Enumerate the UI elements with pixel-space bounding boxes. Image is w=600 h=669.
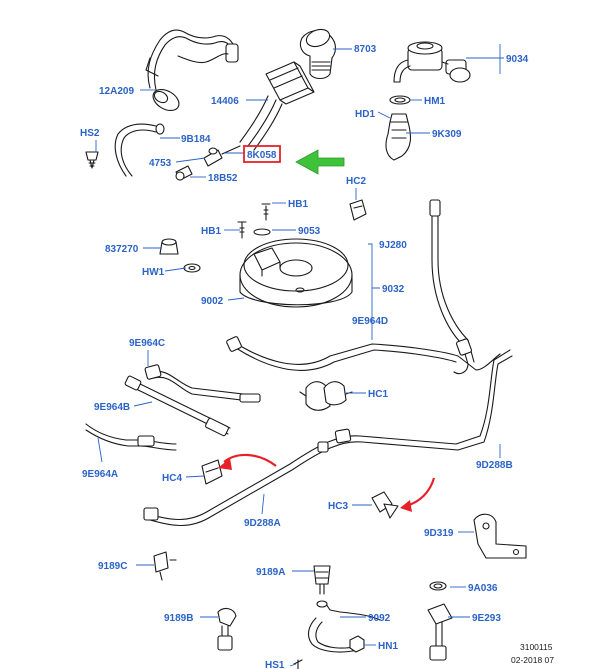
callout-9j280[interactable]: 9J280 [379,240,407,251]
callout-hb1-upper[interactable]: HB1 [288,199,308,210]
callout-9189b[interactable]: 9189B [164,613,193,624]
callout-4753[interactable]: 4753 [149,158,172,169]
diagram-code: 3100115 [520,642,553,652]
callout-9002[interactable]: 9002 [201,296,224,307]
callout-9e293[interactable]: 9E293 [472,613,501,624]
callout-hw1[interactable]: HW1 [142,267,165,278]
red-arrowhead-hc3 [400,500,412,512]
diagram-footer: 3100115 02-2018 07 [511,642,554,665]
callout-hc3[interactable]: HC3 [328,501,348,512]
callout-hs1[interactable]: HS1 [265,660,285,669]
callout-9189c[interactable]: 9189C [98,561,127,572]
leader-lines [95,44,504,667]
callout-9k309[interactable]: 9K309 [432,129,462,140]
callout-9053[interactable]: 9053 [298,226,321,237]
callout-9e964d[interactable]: 9E964D [352,316,388,327]
callout-hb1-lower[interactable]: HB1 [201,226,221,237]
callout-8703[interactable]: 8703 [354,44,377,55]
callout-8k058[interactable]: 8K058 [247,150,277,161]
callout-9d319[interactable]: 9D319 [424,528,454,539]
callout-9a036[interactable]: 9A036 [468,583,498,594]
callout-9189a[interactable]: 9189A [256,567,285,578]
callout-14406[interactable]: 14406 [211,96,239,107]
callout-9034[interactable]: 9034 [506,54,529,65]
diagram-date: 02-2018 07 [511,655,554,665]
callout-9092[interactable]: 9092 [368,613,391,624]
callout-9e964a[interactable]: 9E964A [82,469,118,480]
callout-9e964c[interactable]: 9E964C [129,338,165,349]
callout-837270[interactable]: 837270 [105,244,139,255]
callout-hn1[interactable]: HN1 [378,641,398,652]
callout-9e964b[interactable]: 9E964B [94,402,130,413]
callout-hs2[interactable]: HS2 [80,128,100,139]
callout-hm1[interactable]: HM1 [424,96,446,107]
green-pointer-arrow [295,149,345,175]
callout-9032[interactable]: 9032 [382,284,405,295]
callout-18b52[interactable]: 18B52 [208,173,238,184]
annotations [218,145,436,512]
red-arrowhead-hc4 [218,458,232,470]
part-drawings [85,28,527,669]
callout-9b184[interactable]: 9B184 [181,134,211,145]
callout-hc4[interactable]: HC4 [162,473,182,484]
red-curved-arrow-hc4 [223,453,277,467]
callout-12A209[interactable]: 12A209 [99,86,134,97]
callout-hd1[interactable]: HD1 [355,109,375,120]
callout-hc1[interactable]: HC1 [368,389,388,400]
callout-9d288a[interactable]: 9D288A [244,518,281,529]
callout-9d288b[interactable]: 9D288B [476,460,513,471]
callout-hc2[interactable]: HC2 [346,176,366,187]
highlight-box-8K058 [243,145,281,163]
callout-labels: 12A209 8703 9034 14406 HM1 HD1 HS2 9B184… [80,44,529,669]
